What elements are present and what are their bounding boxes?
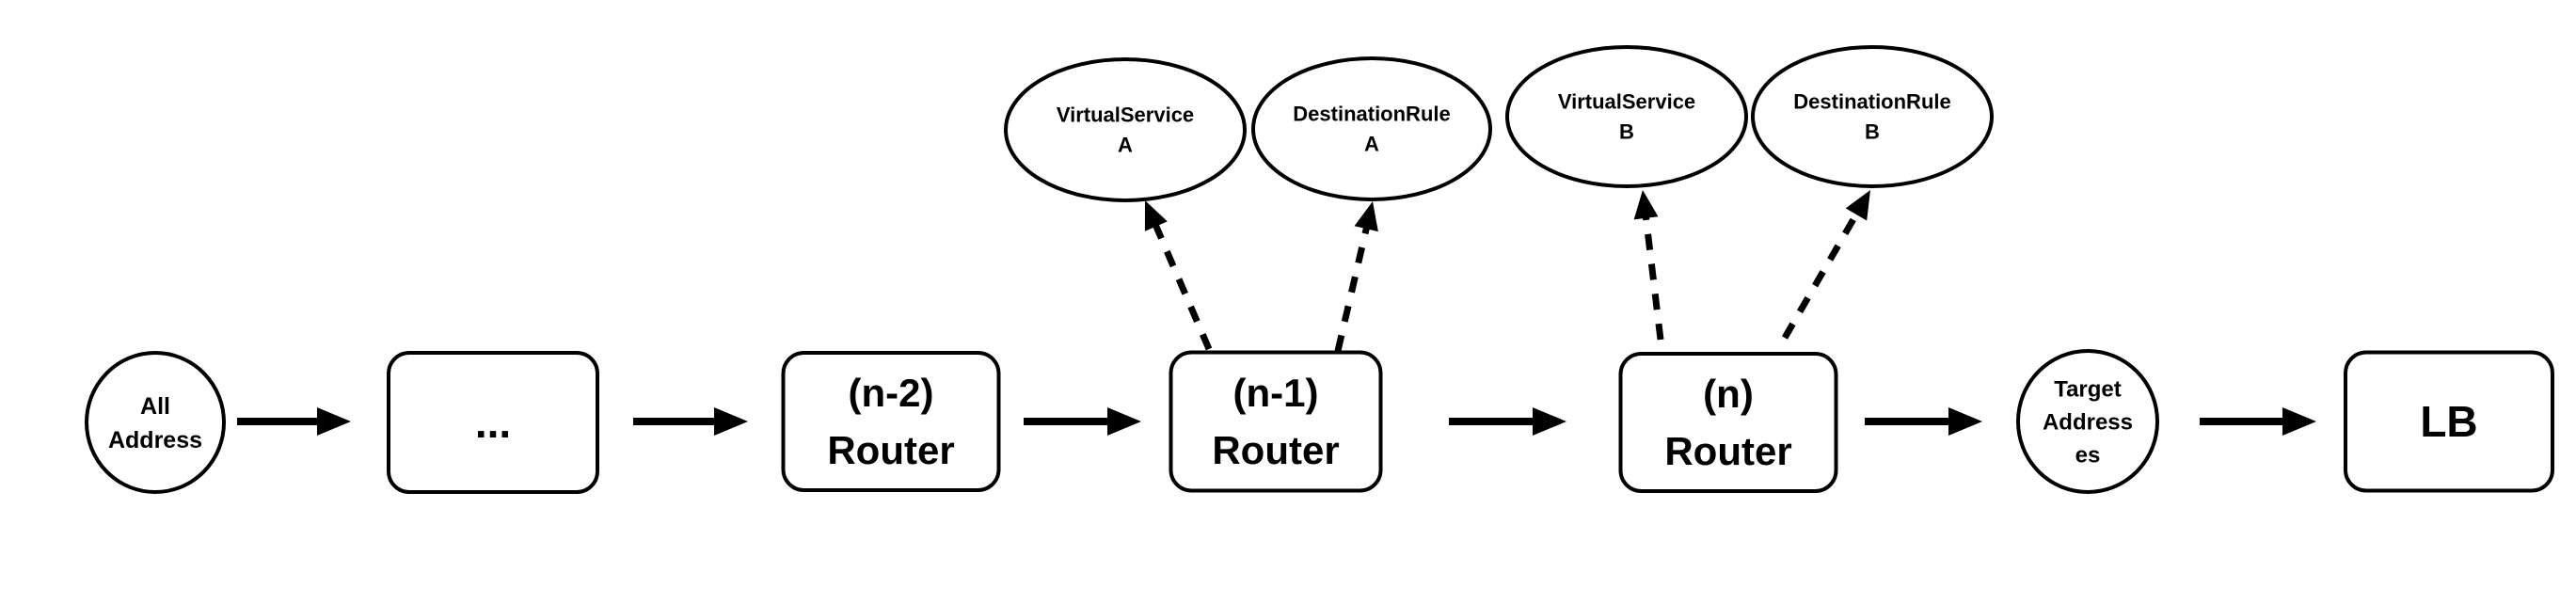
destinationrule-a-shape <box>1251 56 1492 201</box>
router-n-shape <box>1618 352 1838 493</box>
destinationrule-b-shape <box>1751 45 1994 188</box>
node-router-n: (n) Router <box>1618 352 1838 493</box>
node-router-n-1: (n-1) Router <box>1169 350 1383 493</box>
target-addresses-label-line: Target <box>2054 376 2122 402</box>
intermediate-label: ... <box>475 398 511 447</box>
lb-label: LB <box>2420 397 2477 446</box>
edge-router-n-1-to-destinationrule-a <box>1334 201 1378 352</box>
edge-intermediate-to-router-n-2-arrowhead-icon <box>714 407 748 436</box>
router-n-2-label-line: (n-2) <box>849 371 934 415</box>
router-n-1-shape <box>1169 350 1383 493</box>
edge-router-n-to-destinationrule-b-arrowhead-icon <box>1845 190 1870 221</box>
router-n-2-label-line: Router <box>827 428 954 472</box>
edge-all-address-to-intermediate-arrowhead-icon <box>317 407 351 436</box>
virtualservice-b-label-line: B <box>1619 120 1634 144</box>
router-n-1-label: (n-1) Router <box>1212 371 1339 472</box>
router-n-label-line: Router <box>1664 429 1791 473</box>
intermediate-shape <box>387 351 599 494</box>
intermediate-label-line: ... <box>475 398 511 447</box>
all-address-label-line: Address <box>108 427 202 453</box>
virtualservice-a-shape <box>1004 57 1247 202</box>
destinationrule-a-label-line: DestinationRule <box>1293 103 1450 126</box>
lb-label-line: LB <box>2420 397 2477 446</box>
lb-shape <box>2344 350 2554 493</box>
virtualservice-a-label-line: VirtualService <box>1057 103 1194 127</box>
target-addresses-shape <box>2016 349 2159 494</box>
router-n-2-shape <box>781 351 1001 492</box>
virtualservice-b-shape <box>1505 45 1748 188</box>
edge-router-n-to-target-addresses <box>1865 407 1982 436</box>
edge-router-n-2-to-router-n-1-arrowhead-icon <box>1107 407 1141 436</box>
edge-router-n-1-to-virtualservice-a-line <box>1152 223 1213 351</box>
all-address-label-line: All <box>140 393 170 420</box>
edge-router-n-1-to-destinationrule-a-arrowhead-icon <box>1354 201 1378 232</box>
edge-router-n-1-to-virtualservice-a-arrowhead-icon <box>1144 200 1168 231</box>
edge-router-n-to-virtualservice-b <box>1633 190 1664 341</box>
target-addresses-label-line: es <box>2075 442 2101 468</box>
destinationrule-b-label-line: B <box>1865 120 1880 144</box>
edge-router-n-to-virtualservice-b-arrowhead-icon <box>1633 190 1659 220</box>
destinationrule-b-label-line: DestinationRule <box>1793 90 1950 114</box>
edge-router-n-to-destinationrule-b <box>1781 190 1870 340</box>
router-n-label: (n) Router <box>1664 372 1791 473</box>
edge-intermediate-to-router-n-2 <box>633 407 748 436</box>
destinationrule-a-label-line: A <box>1364 133 1379 156</box>
router-n-1-label-line: (n-1) <box>1233 371 1319 415</box>
all-address-shape <box>85 351 226 494</box>
edge-router-n-1-to-router-n <box>1449 407 1566 436</box>
virtualservice-a-label-line: A <box>1118 134 1133 157</box>
router-n-2-label: (n-2) Router <box>827 371 954 472</box>
node-router-n-2: (n-2) Router <box>781 351 1001 492</box>
router-n-1-label-line: Router <box>1212 428 1339 472</box>
virtualservice-b-label-line: VirtualService <box>1558 90 1695 114</box>
router-n-label-line: (n) <box>1703 372 1754 416</box>
edge-router-n-to-destinationrule-b-line <box>1781 211 1860 340</box>
target-addresses-label-line: Address <box>2043 409 2133 435</box>
edge-all-address-to-intermediate <box>237 407 351 436</box>
edge-router-n-to-virtualservice-b-line <box>1642 215 1664 341</box>
edge-router-n-1-to-destinationrule-a-line <box>1334 226 1371 352</box>
edge-target-addresses-to-lb-arrowhead-icon <box>2282 407 2316 436</box>
node-intermediate: ... <box>387 351 599 494</box>
edge-router-n-1-to-router-n-arrowhead-icon <box>1533 407 1566 436</box>
node-lb: LB <box>2344 350 2554 493</box>
edge-target-addresses-to-lb <box>2200 407 2316 436</box>
edge-router-n-2-to-router-n-1 <box>1024 407 1141 436</box>
edge-router-n-to-target-addresses-arrowhead-icon <box>1948 407 1982 436</box>
edge-router-n-1-to-virtualservice-a <box>1144 200 1213 351</box>
